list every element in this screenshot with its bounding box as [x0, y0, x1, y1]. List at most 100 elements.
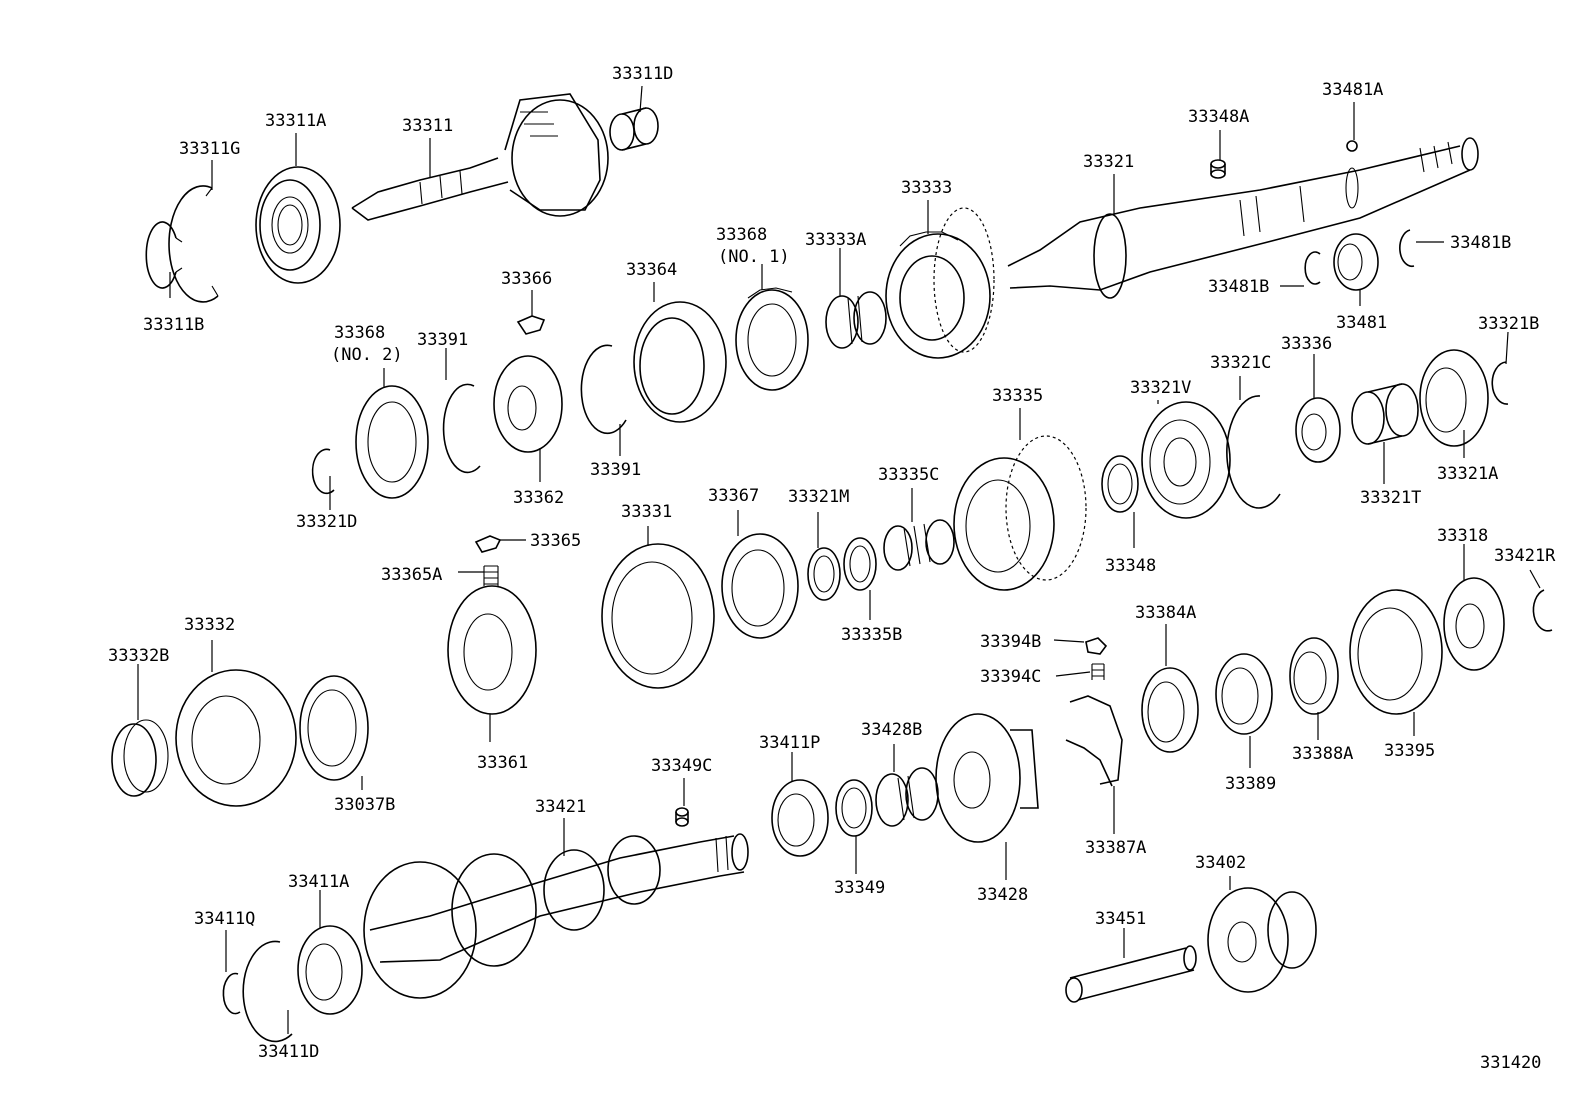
part-33348-ring [1101, 455, 1139, 513]
label-33395: 33395 [1384, 741, 1435, 761]
part-33361-hub [447, 585, 537, 715]
part-33336-gear [1295, 397, 1341, 463]
label-33331: 33331 [621, 502, 672, 522]
part-33481-bearing [1333, 233, 1379, 291]
part-33481B-left-snap-ring [1304, 251, 1321, 285]
label-33402: 33402 [1195, 853, 1246, 873]
label-33332: 33332 [184, 615, 235, 635]
part-33332-gear [175, 669, 297, 807]
part-33394B-key [1085, 637, 1108, 655]
part-33366-key [516, 315, 546, 335]
label-33335: 33335 [992, 386, 1043, 406]
part-33321C-snap-ring [1226, 395, 1281, 509]
part-33321B-snap-ring [1491, 361, 1509, 405]
label-33362: 33362 [513, 488, 564, 508]
part-33331-gear [601, 543, 715, 689]
label-33391-top: 33391 [417, 330, 468, 350]
label-33368-no1-sub: (NO. 1) [718, 247, 790, 267]
label-33411D: 33411D [258, 1042, 319, 1062]
label-33394B: 33394B [980, 632, 1041, 652]
part-33311-input-shaft [351, 93, 609, 221]
part-33365-key [474, 535, 502, 553]
part-33364-sleeve [633, 301, 727, 423]
part-33321T-spacer [1351, 383, 1419, 445]
part-33333A-needle-bearing [825, 291, 887, 349]
label-33365A: 33365A [381, 565, 442, 585]
label-33366: 33366 [501, 269, 552, 289]
label-33368-no2-sub: (NO. 2) [331, 345, 403, 365]
label-33333A: 33333A [805, 230, 866, 250]
label-33481A: 33481A [1322, 80, 1383, 100]
part-33368-no2-synchro-ring [355, 385, 429, 499]
label-33421: 33421 [535, 797, 586, 817]
label-33389: 33389 [1225, 774, 1276, 794]
label-33321V: 33321V [1130, 378, 1191, 398]
part-33391-top-snap-ring [442, 383, 481, 474]
part-33411P-bearing [771, 779, 829, 857]
part-33368-no1-synchro-ring [735, 287, 809, 391]
label-33335B: 33335B [841, 625, 902, 645]
part-33421R-snap-ring [1532, 589, 1553, 632]
label-33311B: 33311B [143, 315, 204, 335]
label-33365: 33365 [530, 531, 581, 551]
part-33387A-clip [1065, 695, 1123, 787]
label-33411A: 33411A [288, 872, 349, 892]
label-33411P: 33411P [759, 733, 820, 753]
part-33349-ring [835, 779, 873, 837]
part-33311G-snap-ring [168, 185, 219, 303]
part-33311D-needle-bearing [609, 107, 659, 151]
label-33321: 33321 [1083, 152, 1134, 172]
label-33311A: 33311A [265, 111, 326, 131]
label-33348A: 33348A [1188, 107, 1249, 127]
part-33321D-snap-ring [311, 448, 335, 495]
part-33335-gear [953, 435, 1087, 591]
part-33321M-ring [807, 547, 841, 601]
label-33387A: 33387A [1085, 838, 1146, 858]
part-33428B-needle-bearing [875, 767, 939, 827]
label-33336: 33336 [1281, 334, 1332, 354]
part-labels: 33311D 33311A 33311 33311G 33311B 33348A… [108, 64, 1556, 1073]
part-33365A-spring [483, 565, 499, 586]
label-33421R: 33421R [1494, 546, 1556, 566]
part-33311A-bearing [255, 166, 341, 284]
label-33368-no1: 33368 [716, 225, 767, 245]
part-33348A-pin [1210, 159, 1226, 179]
leader-lines [137, 85, 1541, 1034]
part-33321A-bearing [1419, 349, 1489, 447]
label-33321D: 33321D [296, 512, 357, 532]
label-33311D: 33311D [612, 64, 673, 84]
label-33384A: 33384A [1135, 603, 1196, 623]
label-33348: 33348 [1105, 556, 1156, 576]
part-33384A-synchro-ring [1141, 667, 1199, 753]
label-33364: 33364 [626, 260, 677, 280]
label-33318: 33318 [1437, 526, 1488, 546]
label-33428: 33428 [977, 885, 1028, 905]
part-33411D-snap-ring [242, 940, 293, 1043]
part-33335C-needle-bearing [883, 519, 955, 571]
label-33321T: 33321T [1360, 488, 1421, 508]
part-33388A-hub [1289, 637, 1339, 715]
label-33321B: 33321B [1478, 314, 1539, 334]
part-33037B-synchro-ring [299, 675, 369, 781]
label-33481: 33481 [1336, 313, 1387, 333]
label-33311: 33311 [402, 116, 453, 136]
part-33367-synchro-ring [721, 533, 799, 639]
part-33349C-pin [675, 807, 689, 827]
part-33411Q-snap-ring [222, 972, 241, 1015]
part-33428-gear [935, 713, 1039, 843]
catalog-number: 331420 [1480, 1053, 1541, 1073]
label-33481B-left: 33481B [1208, 277, 1269, 297]
label-33349: 33349 [834, 878, 885, 898]
part-33318-gear [1443, 577, 1505, 671]
label-33451: 33451 [1095, 909, 1146, 929]
label-33394C: 33394C [980, 667, 1041, 687]
label-33391-bottom: 33391 [590, 460, 641, 480]
part-33481A-ball [1346, 140, 1358, 152]
label-33333: 33333 [901, 178, 952, 198]
part-33389-ring [1215, 653, 1273, 735]
part-33333-gear [885, 207, 995, 359]
part-33391-bottom-snap-ring [580, 344, 627, 435]
part-33481B-right-snap-ring [1399, 229, 1415, 268]
part-33311B-snap-ring [145, 221, 183, 289]
